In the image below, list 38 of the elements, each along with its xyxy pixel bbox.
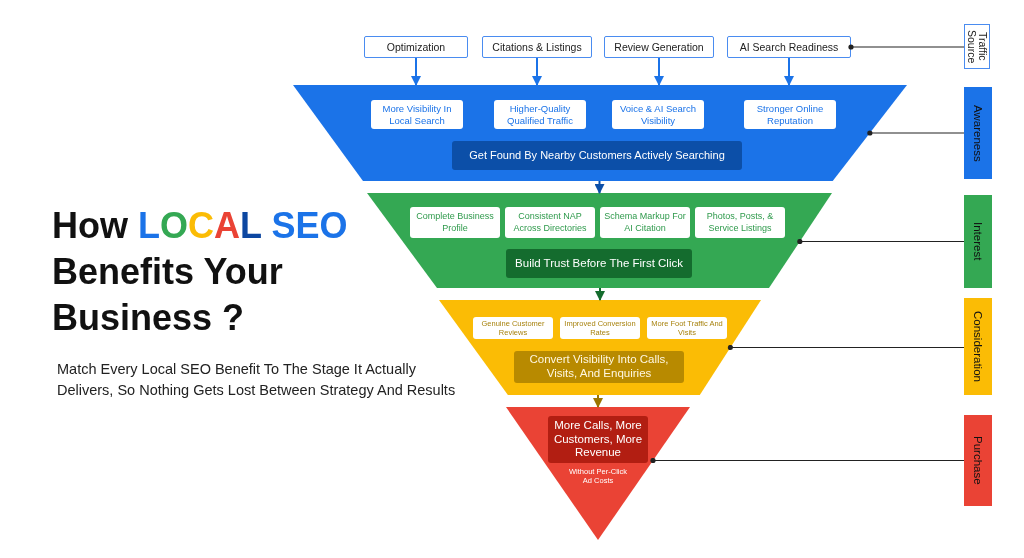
- arrow: [654, 57, 664, 86]
- stage-banner: Get Found By Nearby Customers Actively Searching: [452, 141, 742, 170]
- funnel-stage: [293, 85, 907, 181]
- leader-line: [727, 344, 965, 351]
- leader-line: [848, 44, 965, 50]
- stage-label: Awareness: [964, 87, 992, 179]
- funnel-stage: [367, 193, 832, 288]
- stage-label: Consideration: [964, 298, 992, 395]
- stage-label: Traffic Source: [964, 24, 990, 69]
- stage-banner: Convert Visibility Into Calls, Visits, And Enquiries: [514, 351, 684, 383]
- funnel-stage: [506, 407, 690, 540]
- source-tag: Citations & Listings: [482, 36, 592, 58]
- leader-line: [797, 238, 965, 245]
- stage-label: Interest: [964, 195, 992, 288]
- stage-banner: More Calls, More Customers, More Revenue: [548, 416, 648, 463]
- benefit-card: Consistent NAP Across Directories: [505, 207, 595, 238]
- arrow: [593, 394, 603, 408]
- arrow: [595, 287, 605, 301]
- source-tag: AI Search Readiness: [727, 36, 851, 58]
- stage-banner: Build Trust Before The First Click: [506, 249, 692, 278]
- leader-line: [650, 457, 965, 464]
- arrow: [411, 57, 421, 86]
- benefit-card: Photos, Posts, & Service Listings: [695, 207, 785, 238]
- benefit-card: Schema Markup For AI Citation: [600, 207, 690, 238]
- leader-line: [867, 130, 965, 136]
- stage-label: Purchase: [964, 415, 992, 506]
- arrow: [594, 180, 605, 194]
- title: How LOCAL SEO Benefits Your Business ?: [52, 204, 349, 340]
- arrow: [784, 57, 794, 86]
- benefit-card: Voice & AI Search Visibility: [612, 100, 704, 129]
- source-tag: Review Generation: [604, 36, 714, 58]
- benefit-card: Complete Business Profile: [410, 207, 500, 238]
- source-tag: Optimization: [364, 36, 468, 58]
- subtitle: Match Every Local SEO Benefit To The Stage It Actually Delivers, So Nothing Gets Lost Between Strategy And Results: [57, 360, 457, 400]
- benefit-card: More Visibility In Local Search: [371, 100, 463, 129]
- benefit-card: Stronger Online Reputation: [744, 100, 836, 129]
- benefit-card: Higher-Quality Qualified Traffic: [494, 100, 586, 129]
- arrow: [532, 57, 542, 86]
